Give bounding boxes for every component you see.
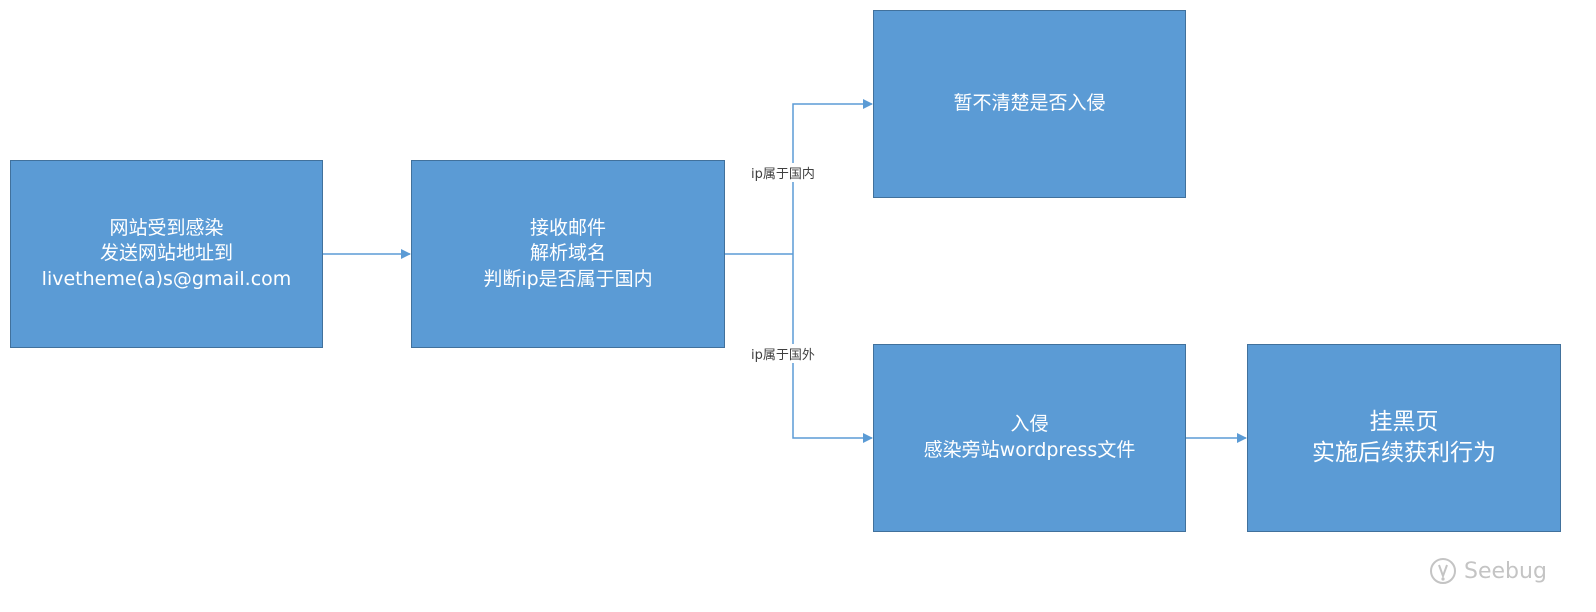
node-line: 实施后续获利行为 — [1312, 440, 1496, 466]
seebug-logo-icon — [1430, 558, 1456, 584]
node-line: 暂不清楚是否入侵 — [953, 92, 1106, 115]
node-line: 网站受到感染 — [109, 216, 224, 239]
arrow-domestic-branch — [792, 99, 873, 254]
arrow-foreign-branch — [792, 254, 873, 443]
node-receive-mail: 接收邮件 解析域名 判断ip是否属于国内 — [411, 160, 725, 348]
node-intrude: 入侵 感染旁站wordpress文件 — [873, 344, 1186, 532]
node-unclear-intrusion: 暂不清楚是否入侵 — [873, 10, 1186, 198]
node-line: 挂黑页 — [1369, 408, 1439, 435]
edge-label-foreign: ip属于国外 — [749, 344, 817, 363]
seebug-watermark: Seebug — [1428, 556, 1547, 586]
node-line: 解析域名 — [529, 242, 606, 265]
node-line: livetheme(a)s@gmail.com — [41, 267, 292, 290]
node-website-infected: 网站受到感染 发送网站地址到 livetheme(a)s@gmail.com — [10, 160, 323, 348]
node-line: 感染旁站wordpress文件 — [923, 439, 1136, 461]
node-line: 发送网站地址到 — [99, 242, 233, 265]
node-line: 接收邮件 — [529, 216, 606, 239]
watermark-text: Seebug — [1464, 558, 1547, 584]
node-hang-black-page: 挂黑页 实施后续获利行为 — [1247, 344, 1561, 532]
node-line: 入侵 — [1010, 413, 1049, 436]
node-line: 判断ip是否属于国内 — [483, 267, 653, 290]
edge-label-domestic: ip属于国内 — [749, 163, 817, 182]
